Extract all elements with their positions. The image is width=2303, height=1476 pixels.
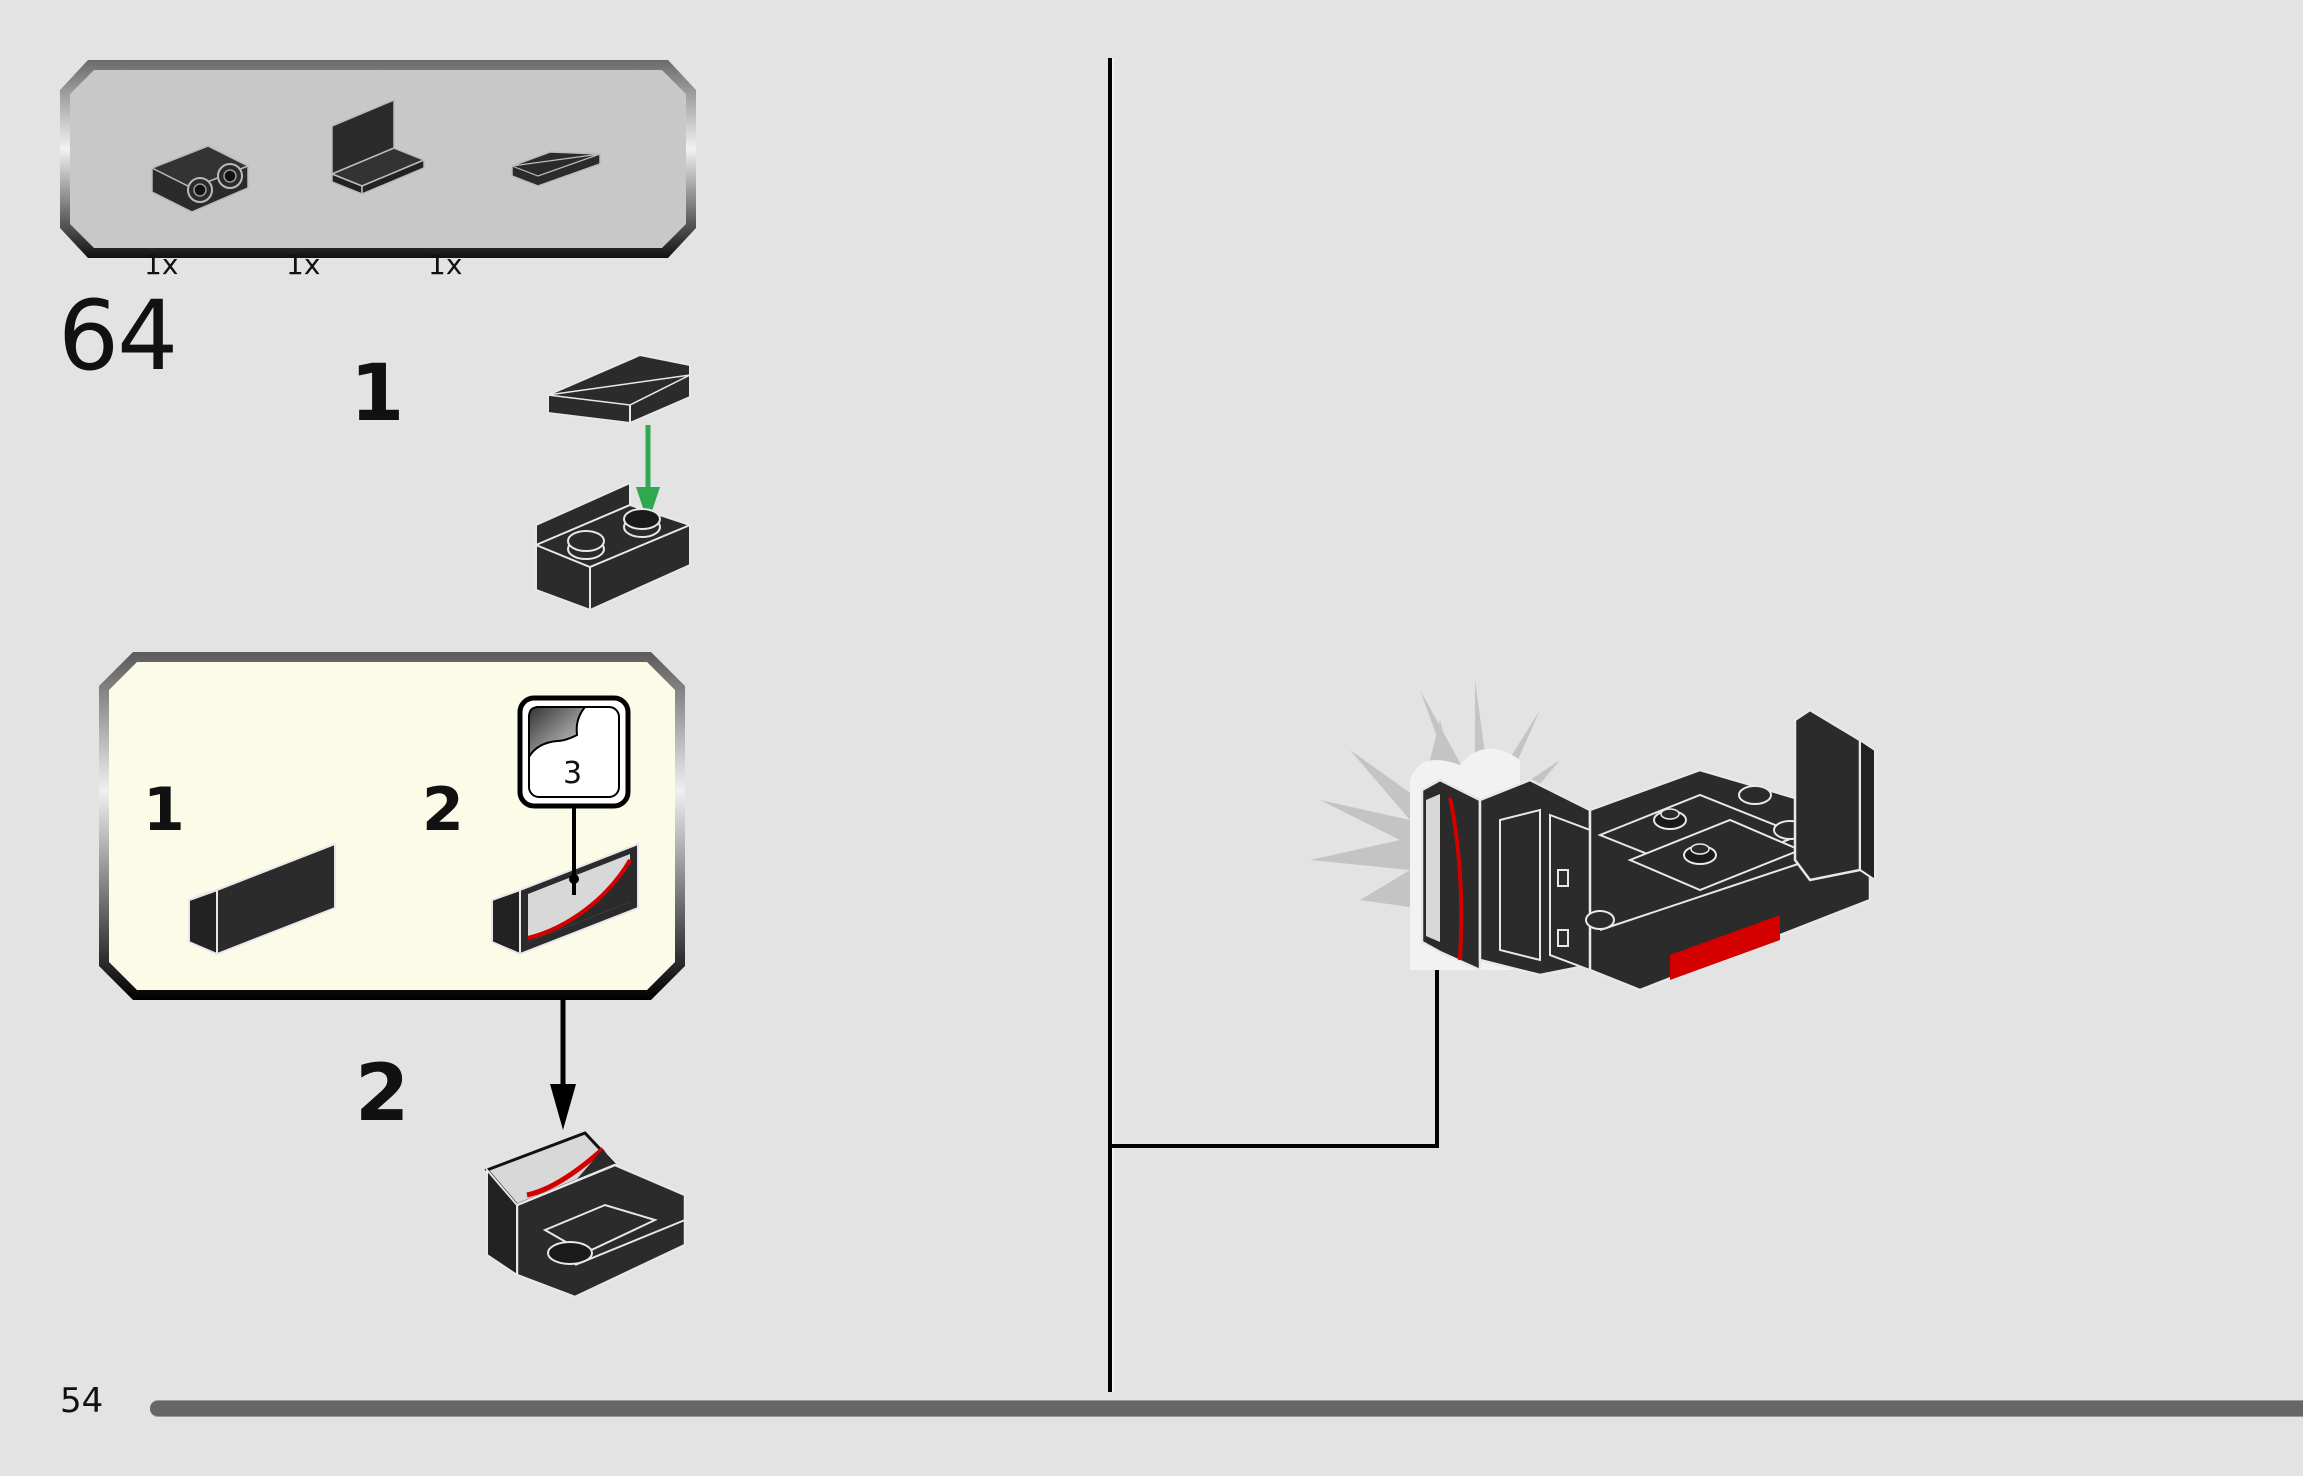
sub-step-2-assembly-icon — [484, 1131, 687, 1299]
parts-list-box: 1x 1x 1x — [58, 58, 698, 281]
sub-step-1-illustration — [533, 353, 693, 612]
page-number: 54 — [60, 1381, 104, 1421]
main-model-illustration — [1310, 680, 1876, 992]
bracket-part-icon — [150, 145, 250, 213]
panel-part-icon — [330, 98, 426, 196]
sticker-number: 3 — [563, 756, 583, 791]
wedge-tile-icon — [547, 353, 691, 425]
part-quantity: 1x — [144, 248, 179, 281]
panel-with-sticker-icon — [491, 842, 639, 956]
page-progress-bar — [150, 1400, 2303, 1417]
install-arrow-icon — [636, 425, 660, 523]
down-arrow-icon — [550, 1000, 576, 1130]
page-divider — [1108, 58, 1112, 1392]
wedge-tile-part-icon — [511, 151, 601, 187]
sub-step-label: 1 — [350, 349, 405, 439]
sub-step-label: 2 — [355, 1049, 410, 1139]
part-quantity: 1x — [428, 248, 463, 281]
panel-icon — [188, 842, 336, 956]
callout-step-label: 1 — [143, 775, 185, 845]
step-number: 64 — [58, 280, 178, 392]
sticker-sheet-icon — [517, 695, 631, 895]
callout-step-label: 2 — [422, 775, 464, 845]
bracket-icon — [533, 481, 693, 612]
part-quantity: 1x — [286, 248, 321, 281]
